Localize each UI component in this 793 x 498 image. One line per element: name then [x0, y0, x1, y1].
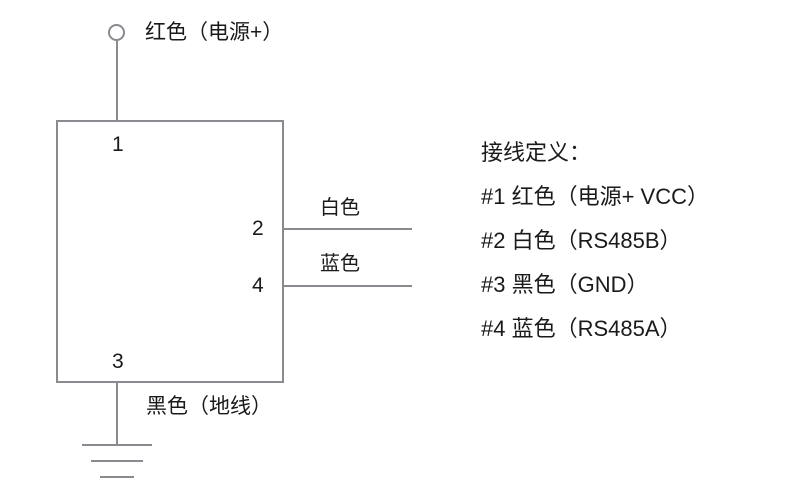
legend-line-pin1: #1 红色（电源+ VCC）	[481, 184, 709, 209]
power-terminal-circle-icon	[108, 24, 125, 41]
ground-bar-3	[100, 476, 134, 478]
wire-pin2-horizontal	[284, 228, 412, 230]
wire-pin1-vertical	[116, 41, 118, 121]
component-body-rect	[56, 120, 284, 383]
wire-label-pin1: 红色（电源+）	[145, 21, 284, 44]
legend-line-pin2: #2 白色（RS485B）	[481, 228, 682, 253]
legend-title: 接线定义：	[481, 140, 592, 165]
ground-bar-2	[91, 460, 143, 462]
wire-pin4-horizontal	[284, 285, 412, 287]
pin-number-1: 1	[112, 133, 124, 156]
wire-pin3-vertical	[116, 383, 118, 445]
pin-number-2: 2	[252, 217, 264, 240]
legend-block: 接线定义： #1 红色（电源+ VCC） #2 白色（RS485B） #3 黑色…	[481, 131, 709, 351]
wire-label-pin3: 黑色（地线）	[146, 395, 272, 418]
ground-bar-1	[82, 444, 152, 446]
wire-label-pin4: 蓝色	[320, 253, 360, 275]
wire-label-pin2: 白色	[320, 197, 360, 219]
legend-line-pin4: #4 蓝色（RS485A）	[481, 316, 682, 341]
pin-number-4: 4	[252, 274, 264, 297]
pin-number-3: 3	[112, 350, 124, 373]
legend-line-pin3: #3 黑色（GND）	[481, 272, 649, 297]
